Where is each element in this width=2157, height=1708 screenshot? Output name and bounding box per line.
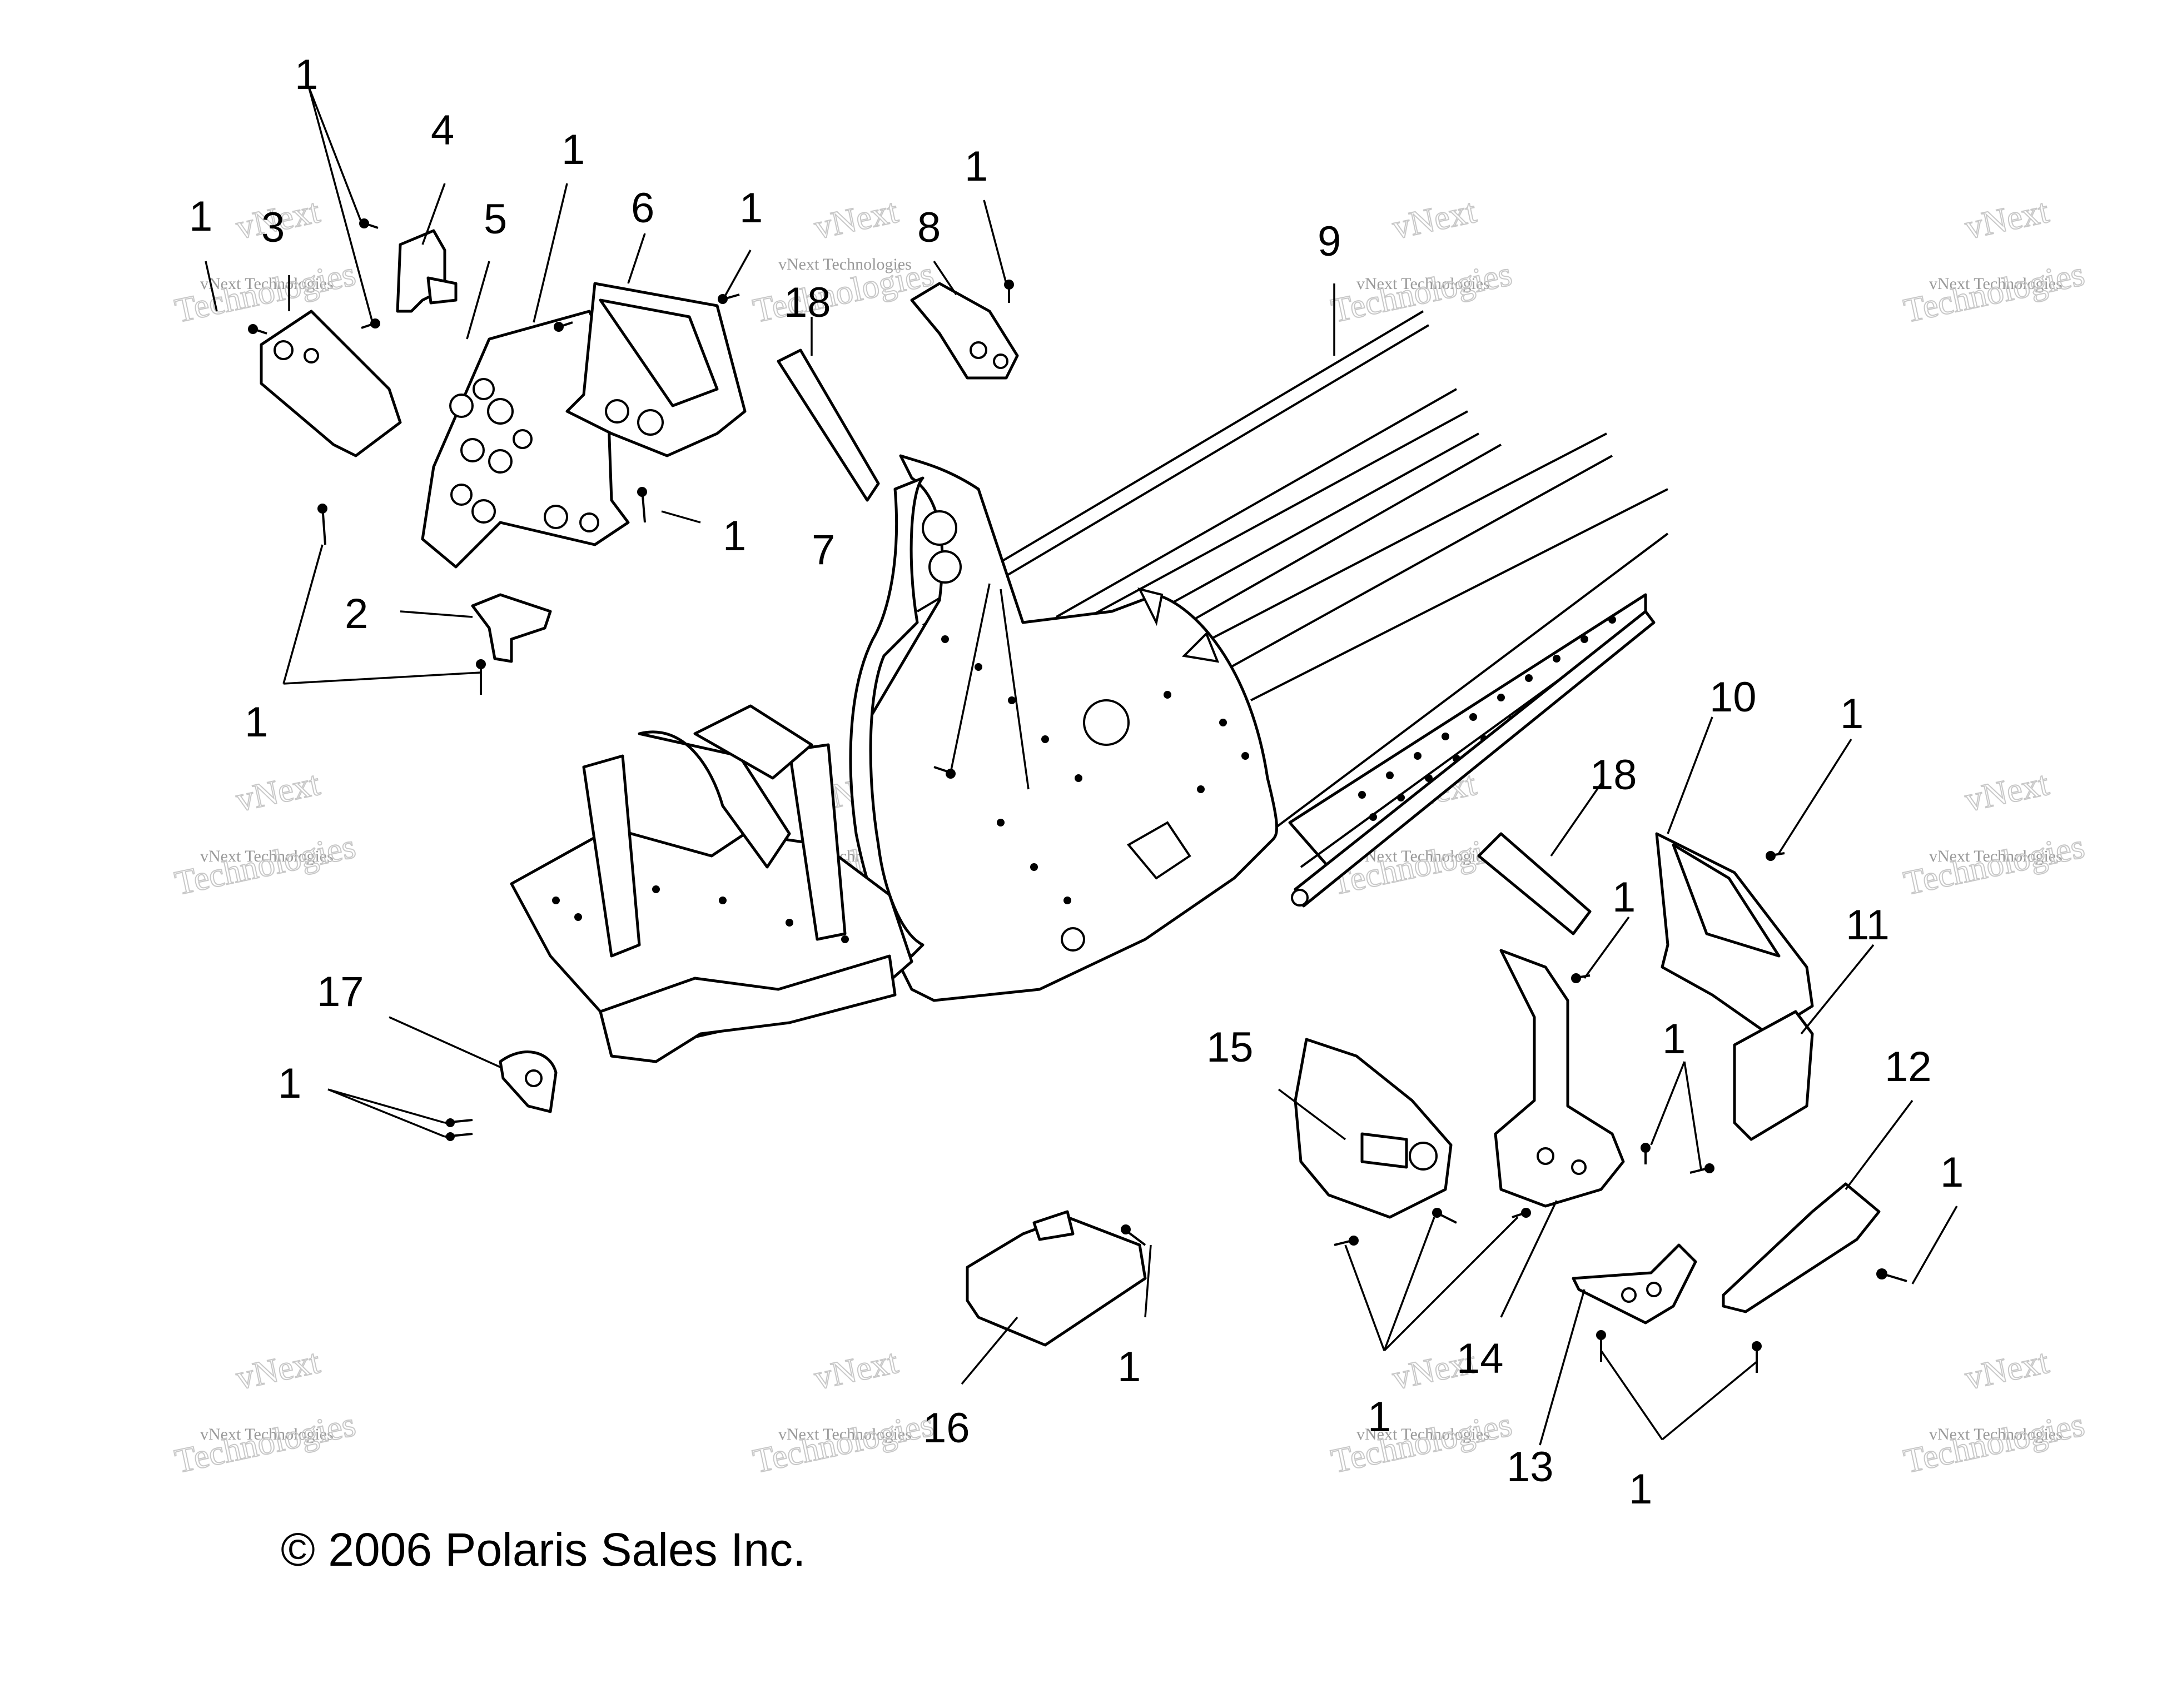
callout-12: 12 <box>1885 1043 1932 1090</box>
watermark: vNext vNext Technologies Technologies <box>171 764 360 903</box>
callout-1: 1 <box>1612 874 1636 921</box>
callout-1: 1 <box>278 1060 301 1107</box>
svg-text:Technologies: Technologies <box>750 1406 937 1481</box>
svg-text:vNext: vNext <box>1962 192 2052 247</box>
svg-text:vNext Technologies: vNext Technologies <box>200 847 334 865</box>
watermark: vNext vNext Technologies Technologies <box>1328 192 1516 331</box>
svg-text:vNext Technologies: vNext Technologies <box>200 1425 334 1443</box>
callout-labels: 1 1 3 4 5 1 6 1 18 8 1 9 1 7 2 1 10 1 18… <box>189 51 1964 1513</box>
callout-7: 7 <box>812 526 835 574</box>
callout-10: 10 <box>1709 674 1757 721</box>
svg-text:Technologies: Technologies <box>1901 255 2088 330</box>
callout-1: 1 <box>1117 1343 1141 1391</box>
svg-text:Technologies: Technologies <box>1901 1406 2088 1481</box>
callout-14: 14 <box>1457 1335 1504 1382</box>
callout-1: 1 <box>723 512 746 560</box>
callout-9: 9 <box>1318 218 1341 265</box>
copyright-notice: © 2006 Polaris Sales Inc. <box>281 1523 806 1576</box>
svg-text:vNext Technologies: vNext Technologies <box>1356 847 1490 865</box>
callout-1: 1 <box>189 193 212 240</box>
svg-text:vNext: vNext <box>811 192 901 247</box>
callout-1: 1 <box>295 51 318 98</box>
callout-15: 15 <box>1206 1024 1254 1071</box>
callout-1: 1 <box>1840 690 1863 738</box>
part-12-plate <box>1722 1182 1881 1313</box>
part-2-clip <box>471 593 552 663</box>
svg-text:vNext Technologies: vNext Technologies <box>1356 275 1490 293</box>
lower-front-crossmember <box>599 954 897 1063</box>
callout-1: 1 <box>739 185 763 232</box>
callout-1: 1 <box>1940 1149 1964 1196</box>
svg-text:Technologies: Technologies <box>172 255 359 330</box>
svg-text:Technologies: Technologies <box>172 1406 359 1481</box>
callout-13: 13 <box>1507 1443 1554 1491</box>
watermark: vNext vNext Technologies Technologies <box>1900 764 2089 903</box>
rivets <box>248 218 1907 1373</box>
front-frame-upright-right <box>788 743 847 941</box>
part-14-frame-bracket <box>1494 949 1625 1208</box>
svg-text:vNext Technologies: vNext Technologies <box>200 275 334 293</box>
callout-8: 8 <box>917 204 941 251</box>
callout-4: 4 <box>431 107 454 154</box>
engine-mount-plate <box>693 704 813 780</box>
svg-text:vNext: vNext <box>233 1343 323 1397</box>
watermark: vNext vNext Technologies Technologies <box>1900 192 2089 331</box>
part-18-strip-upper <box>777 348 880 502</box>
callout-16: 16 <box>923 1405 970 1452</box>
tunnel-hoop <box>849 476 925 958</box>
svg-text:vNext: vNext <box>811 1343 901 1397</box>
tunnel-side <box>854 454 1278 1002</box>
svg-text:Technologies: Technologies <box>1328 1406 1515 1481</box>
svg-text:Technologies: Technologies <box>172 828 359 903</box>
running-board <box>1288 593 1647 869</box>
part-18-strip-lower <box>1477 832 1592 935</box>
callout-1: 1 <box>561 126 585 173</box>
svg-text:vNext: vNext <box>233 765 323 819</box>
callout-18: 18 <box>784 279 831 326</box>
callout-5: 5 <box>484 196 507 243</box>
leader-lines <box>205 86 1958 1446</box>
callout-3: 3 <box>261 204 285 251</box>
svg-text:vNext Technologies: vNext Technologies <box>778 1425 912 1443</box>
svg-text:vNext Technologies: vNext Technologies <box>778 255 912 273</box>
front-frame-upright-left <box>582 754 641 958</box>
callout-1: 1 <box>965 143 988 190</box>
svg-text:vNext Technologies: vNext Technologies <box>1356 1425 1490 1443</box>
watermark: vNext vNext Technologies Technologies <box>749 1342 938 1481</box>
callout-1: 1 <box>1629 1466 1652 1513</box>
svg-text:Technologies: Technologies <box>1328 255 1515 330</box>
part-11-plate <box>1733 1010 1814 1141</box>
callout-18: 18 <box>1590 751 1637 799</box>
callout-11: 11 <box>1846 902 1890 949</box>
watermark: vNext vNext Technologies Technologies <box>749 192 938 331</box>
chassis-tunnel <box>510 310 1669 1063</box>
front-frame-rivets <box>552 635 1249 943</box>
steering-support <box>638 730 791 869</box>
callout-17: 17 <box>317 968 364 1015</box>
part-3-bracket <box>260 310 402 457</box>
svg-text:vNext Technologies: vNext Technologies <box>1929 847 2062 865</box>
svg-text:vNext: vNext <box>1962 765 2052 819</box>
callout-2: 2 <box>345 590 368 638</box>
part-13-bracket <box>1572 1243 1697 1324</box>
watermark: vNext vNext Technologies Technologies <box>171 1342 360 1481</box>
callout-6: 6 <box>631 185 654 232</box>
svg-text:Technologies: Technologies <box>1901 828 2088 903</box>
part-15-heat-shield <box>1294 1038 1453 1219</box>
callout-1: 1 <box>1662 1015 1686 1063</box>
callout-1: 1 <box>1368 1393 1391 1441</box>
svg-text:vNext Technologies: vNext Technologies <box>1929 1425 2062 1443</box>
svg-text:vNext: vNext <box>1389 192 1479 247</box>
callout-1: 1 <box>245 699 268 746</box>
svg-text:vNext Technologies: vNext Technologies <box>1929 275 2062 293</box>
part-8-bracket <box>910 282 1019 380</box>
svg-text:vNext: vNext <box>1962 1343 2052 1397</box>
watermark: vNext vNext Technologies Technologies <box>1900 1342 2089 1481</box>
